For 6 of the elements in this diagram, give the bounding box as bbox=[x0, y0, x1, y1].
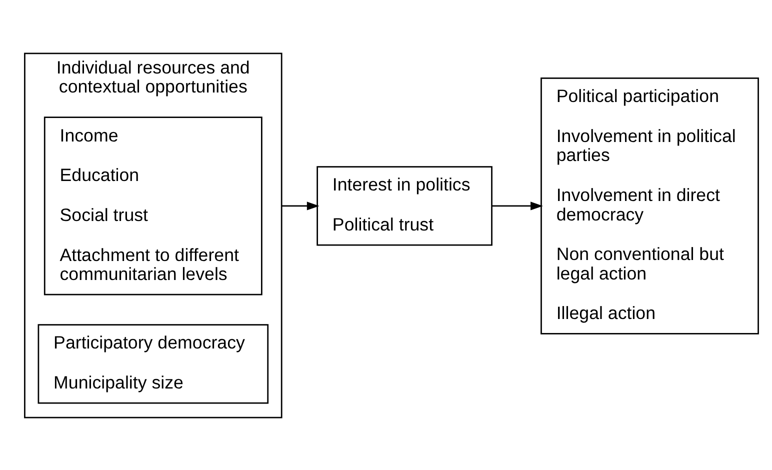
node-box: Political participation Involvement in political parties Involvement in direct democracy Non conventional but legal action Illegal action bbox=[540, 77, 759, 334]
node-box: Interest in politics Political trust bbox=[316, 166, 492, 246]
node-box: Participatory democracy Municipality size bbox=[38, 324, 269, 404]
arrow bbox=[282, 201, 320, 210]
node-box: Income Education Social trust Attachment to different communitarian levels bbox=[44, 116, 262, 295]
arrow bbox=[492, 201, 543, 210]
